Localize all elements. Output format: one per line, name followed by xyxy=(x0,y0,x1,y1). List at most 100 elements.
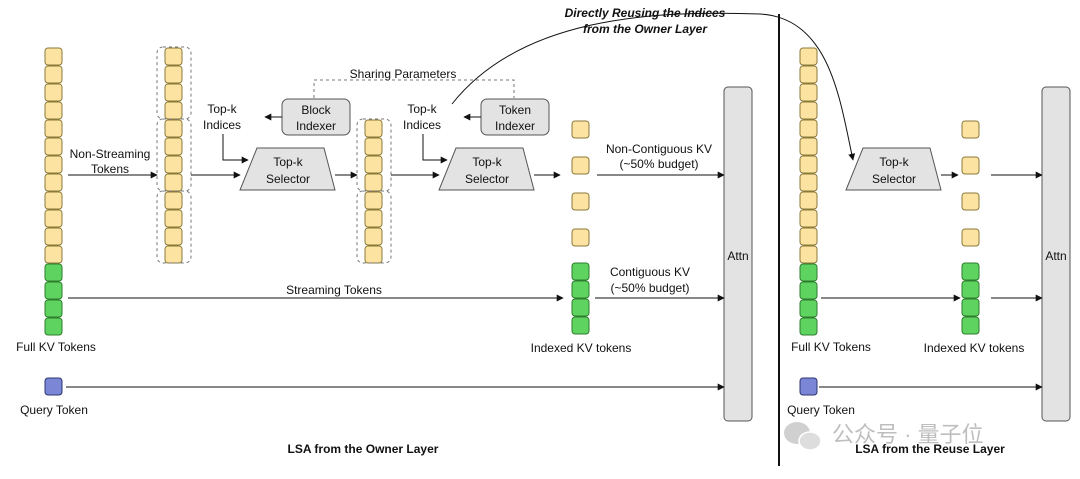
topk-indices-1-line2: Indices xyxy=(203,118,241,132)
block-selected-token xyxy=(364,227,383,246)
reuse-query-token xyxy=(799,377,818,396)
non-streaming-token xyxy=(164,119,183,138)
non-contiguous-kv-line1: Non-Contiguous KV xyxy=(606,142,712,156)
reuse-full-kv-token xyxy=(799,209,818,228)
dashed-group-2 xyxy=(156,118,192,192)
dashed-groups xyxy=(156,46,515,264)
non-streaming-token xyxy=(164,137,183,156)
reuse-full-kv-token xyxy=(799,173,818,192)
reuse-full-kv-token xyxy=(799,191,818,210)
block-selected-token xyxy=(364,245,383,264)
reuse-full-kv-token xyxy=(799,65,818,84)
full-kv-token xyxy=(44,83,63,102)
contiguous-kv-line2: (~50% budget) xyxy=(610,281,689,295)
query-token xyxy=(44,377,63,396)
non-contiguous-kv-line2: (~50% budget) xyxy=(619,157,698,171)
wechat-icon xyxy=(784,422,822,451)
reuse-full-kv-token xyxy=(799,155,818,174)
owner-panel-title: LSA from the Owner Layer xyxy=(288,442,439,456)
reuse-note-line2: from the Owner Layer xyxy=(583,22,708,36)
block-selected-token xyxy=(364,137,383,156)
non-streaming-token xyxy=(164,47,183,66)
query-token-label: Query Token xyxy=(20,403,88,417)
non-streaming-token xyxy=(164,245,183,264)
topk-selector-3 xyxy=(845,147,942,191)
full-kv-streaming-token xyxy=(44,263,63,282)
non-streaming-token xyxy=(164,83,183,102)
dashed-group-4 xyxy=(356,118,392,192)
non-streaming-token xyxy=(164,191,183,210)
token-indexer-line2: Indexer xyxy=(495,119,535,133)
reuse-full-kv-token xyxy=(799,227,818,246)
reuse-full-kv-token xyxy=(799,119,818,138)
full-kv-token xyxy=(44,65,63,84)
watermark-text: 公众号 · 量子位 xyxy=(832,422,984,447)
block-selected-token xyxy=(364,155,383,174)
reuse-indexed-kv-token xyxy=(961,228,980,247)
full-kv-token xyxy=(44,155,63,174)
non-streaming-label-1: Non-Streaming xyxy=(70,147,151,161)
reuse-panel-title: LSA from the Reuse Layer xyxy=(855,442,1005,456)
block-selected-token xyxy=(364,191,383,210)
dashed-group-3 xyxy=(156,190,192,264)
block-indexer-line1: Block xyxy=(301,103,331,117)
reuse-indexed-kv-token xyxy=(961,192,980,211)
non-streaming-token xyxy=(164,173,183,192)
full-kv-token xyxy=(44,227,63,246)
topk-selector-1 xyxy=(239,147,336,191)
indexed-kv-streaming-token xyxy=(571,280,590,299)
reuse-indexed-kv-streaming-token xyxy=(961,280,980,299)
reuse-query-token-label: Query Token xyxy=(787,403,855,417)
streaming-tokens-label: Streaming Tokens xyxy=(286,283,382,297)
reuse-indexed-kv-token xyxy=(961,120,980,139)
reuse-note-line1: Directly Reusing the Indices xyxy=(565,6,726,20)
non-streaming-token xyxy=(164,227,183,246)
reuse-full-kv-streaming-token xyxy=(799,263,818,282)
full-kv-streaming-token xyxy=(44,317,63,336)
topk-indices-2-line2: Indices xyxy=(403,118,441,132)
reuse-full-kv-token xyxy=(799,137,818,156)
reuse-indexed-kv-streaming-token xyxy=(961,316,980,335)
reuse-curve-arrow xyxy=(451,12,856,161)
arrow-indices-1 xyxy=(222,134,249,164)
attn-bar-owner xyxy=(723,86,753,422)
reuse-full-kv-streaming-token xyxy=(799,317,818,336)
selector-1-line2: Selector xyxy=(266,172,310,186)
full-kv-streaming-token xyxy=(44,281,63,300)
selector-3-line1: Top-k xyxy=(879,155,909,169)
reuse-full-kv-token xyxy=(799,47,818,66)
token-indexer-line1: Token xyxy=(499,103,531,117)
full-kv-tokens-label: Full KV Tokens xyxy=(16,340,96,354)
reuse-indexed-kv-token xyxy=(961,156,980,175)
selector-2-line2: Selector xyxy=(465,172,509,186)
sharing-bracket xyxy=(313,79,515,98)
dashed-group-5 xyxy=(356,190,392,264)
full-kv-token xyxy=(44,191,63,210)
indexed-kv-streaming-token xyxy=(571,316,590,335)
block-selected-token xyxy=(364,119,383,138)
contiguous-kv-line1: Contiguous KV xyxy=(610,265,690,279)
selector-2-line1: Top-k xyxy=(472,155,502,169)
non-streaming-token xyxy=(164,209,183,228)
indexed-kv-token xyxy=(571,228,590,247)
reuse-indexed-kv-streaming-token xyxy=(961,298,980,317)
full-kv-token xyxy=(44,173,63,192)
topk-indices-2-line1: Top-k xyxy=(407,102,437,116)
reuse-full-kv-token xyxy=(799,245,818,264)
reuse-full-kv-streaming-token xyxy=(799,281,818,300)
indexed-kv-streaming-token xyxy=(571,298,590,317)
dashed-group-1 xyxy=(156,46,192,120)
full-kv-token xyxy=(44,101,63,120)
block-selected-token xyxy=(364,173,383,192)
watermark: 公众号 · 量子位 xyxy=(784,422,984,451)
indexed-kv-token xyxy=(571,192,590,211)
reuse-full-kv-streaming-token xyxy=(799,299,818,318)
sharing-parameters-label: Sharing Parameters xyxy=(350,67,457,81)
attn-label-owner: Attn xyxy=(727,249,748,263)
reuse-full-kv-token xyxy=(799,101,818,120)
non-streaming-label-2: Tokens xyxy=(91,162,129,176)
reuse-indexed-kv-streaming-token xyxy=(961,262,980,281)
attn-bar-reuse xyxy=(1041,86,1071,422)
non-streaming-token xyxy=(164,155,183,174)
